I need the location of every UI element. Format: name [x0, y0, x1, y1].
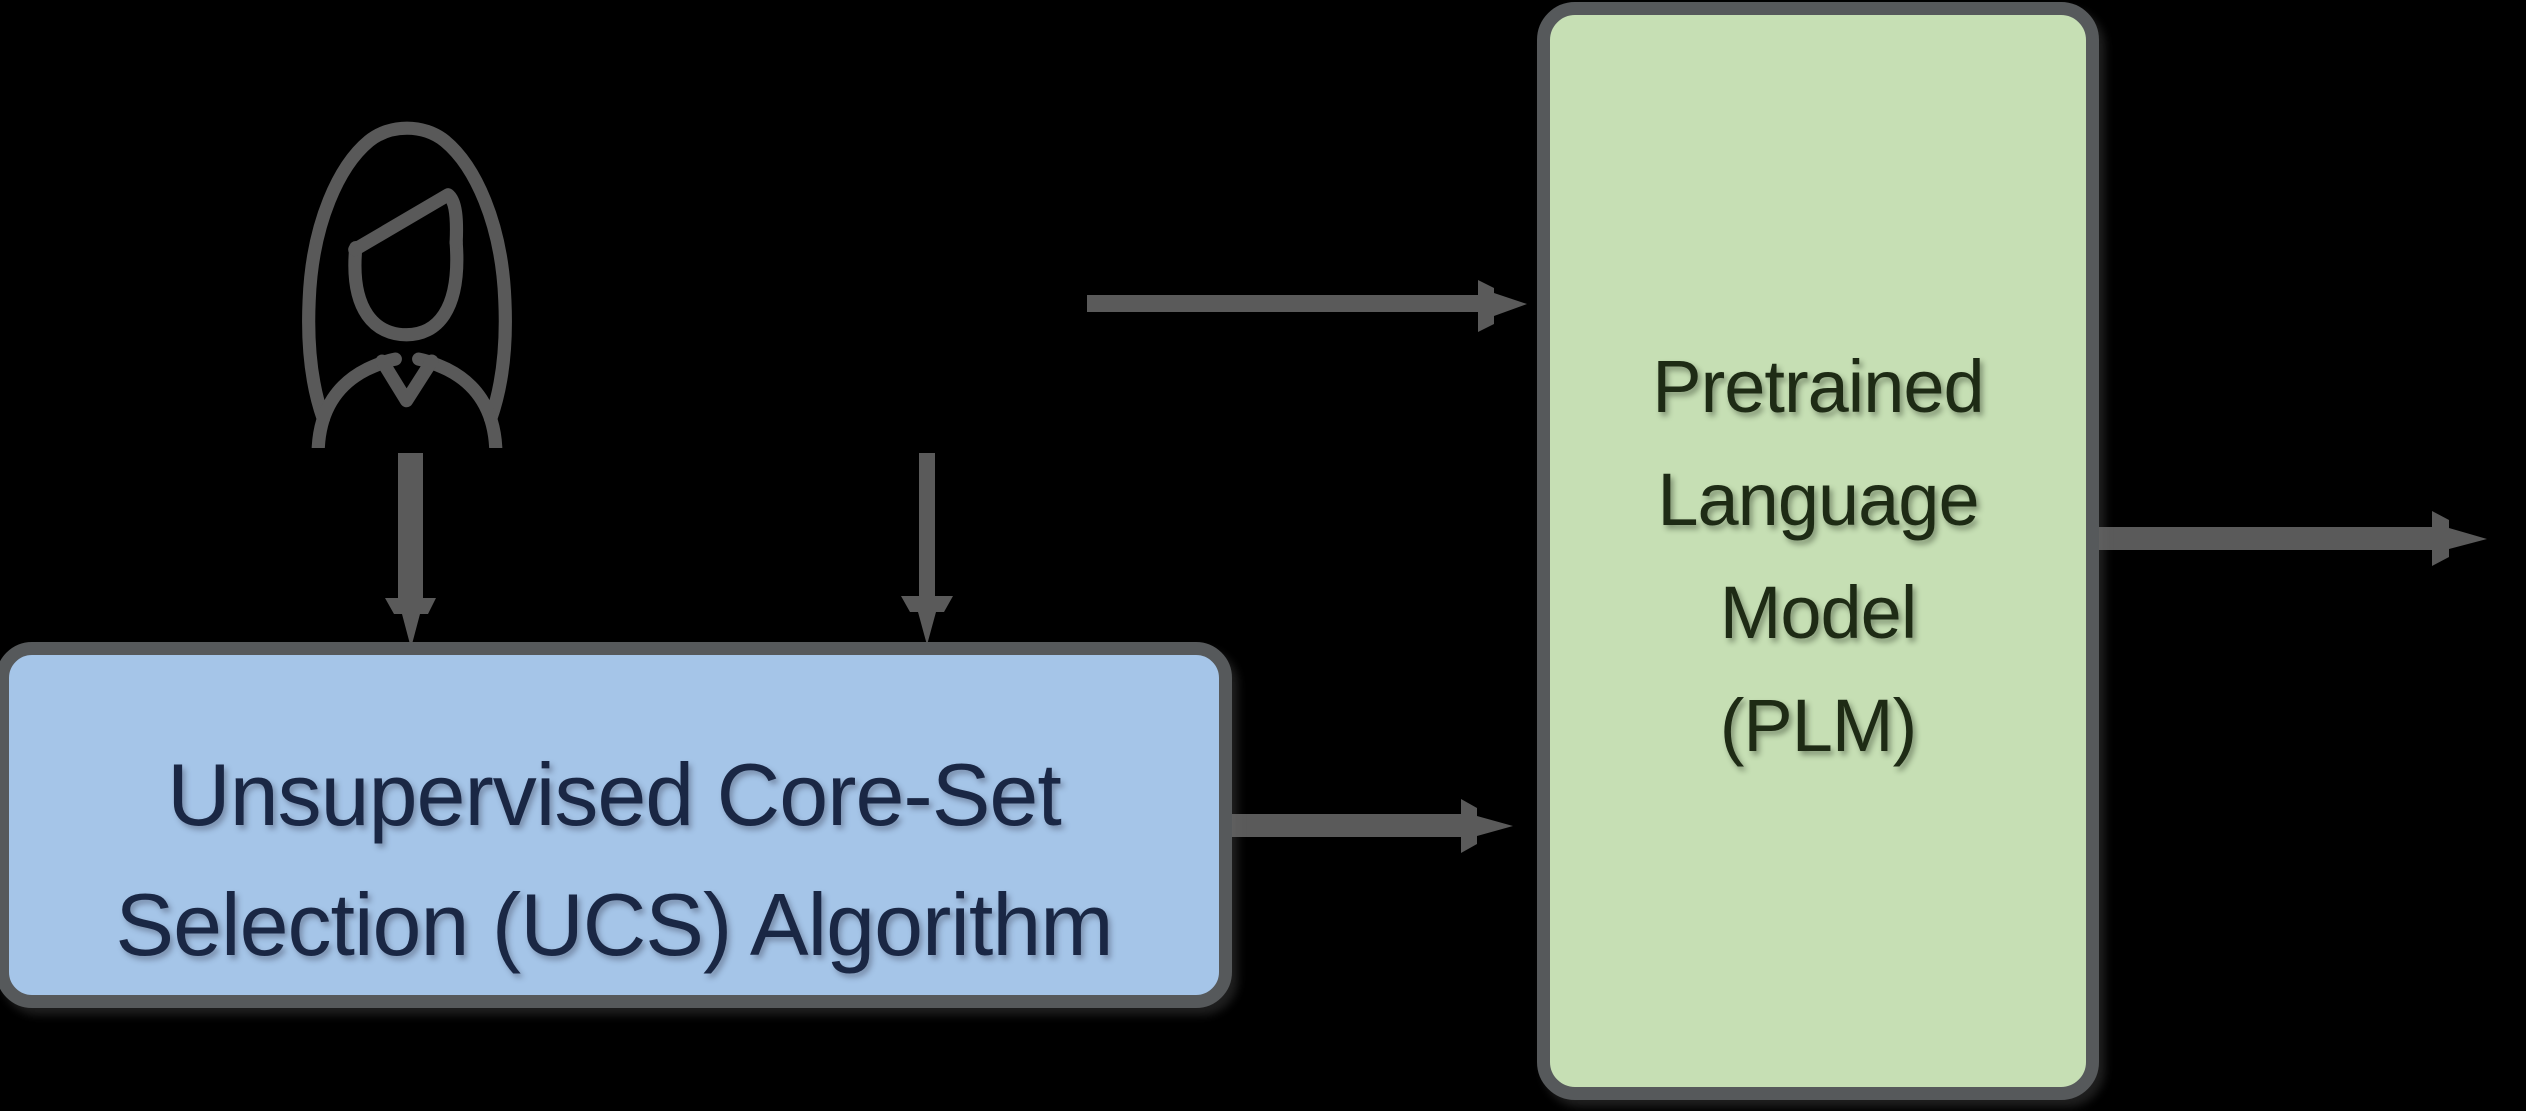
plm-box: Pretrained Language Model (PLM) — [1537, 2, 2099, 1100]
plm-box-label-line4: (PLM) — [1719, 684, 1917, 767]
plm-box-label-line3: Model — [1719, 571, 1918, 654]
plm-box-label-line1: Pretrained — [1652, 345, 1984, 428]
plm-output-arrow — [2093, 511, 2487, 566]
ucs-to-plm-arrow — [1230, 799, 1513, 853]
woman-user-icon-strokes — [302, 121, 512, 448]
collar-v — [375, 354, 439, 408]
plm-box-label-line2: Language — [1657, 458, 1979, 541]
ucs-box-label-line1: Unsupervised Core-Set — [167, 745, 1062, 844]
woman-user-icon — [302, 121, 512, 448]
ucs-box: Unsupervised Core-Set Selection (UCS) Al… — [0, 642, 1232, 1008]
fringe-line — [348, 188, 464, 257]
plm-box-label: Pretrained Language Model (PLM) — [1550, 330, 2086, 782]
face-outline — [348, 235, 464, 342]
person-to-ucs-arrow — [385, 453, 436, 648]
data-to-ucs-arrow — [901, 453, 953, 645]
ucs-box-label-line2: Selection (UCS) Algorithm — [115, 875, 1113, 974]
ucs-box-label: Unsupervised Core-Set Selection (UCS) Al… — [9, 730, 1219, 990]
input-to-plm-arrow — [1087, 280, 1527, 332]
hair-outline — [302, 121, 512, 426]
